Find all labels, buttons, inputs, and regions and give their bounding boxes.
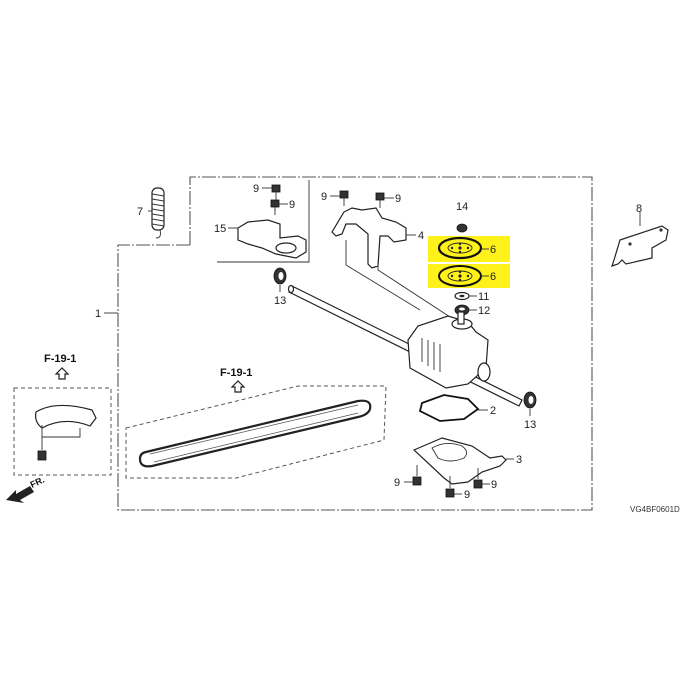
svg-text:9: 9 xyxy=(491,479,497,491)
svg-text:9: 9 xyxy=(464,489,470,501)
cover-plate-part-3[interactable]: 3 xyxy=(412,437,522,485)
nut-part-14[interactable]: 14 xyxy=(456,201,468,233)
bolt-9-d[interactable]: 9 xyxy=(375,192,401,208)
gasket-part-2[interactable]: 2 xyxy=(418,394,496,422)
pulley-part-6-lower[interactable]: 6 xyxy=(438,265,496,287)
svg-text:6: 6 xyxy=(490,244,496,256)
svg-text:9: 9 xyxy=(394,477,400,489)
svg-text:8: 8 xyxy=(636,203,642,215)
svg-text:9: 9 xyxy=(321,191,327,203)
svg-text:1: 1 xyxy=(95,308,101,320)
drawing-code: VG4BF0601D xyxy=(630,505,680,514)
washer-part-11[interactable]: 11 xyxy=(454,291,489,303)
svg-text:4: 4 xyxy=(418,230,424,242)
spring-part-7[interactable]: 7 xyxy=(137,187,165,239)
bolt-9-b[interactable]: 9 xyxy=(270,199,295,215)
svg-text:FR.: FR. xyxy=(29,475,46,490)
belt-reference-inset[interactable]: F-19-1 xyxy=(125,367,387,479)
left-reference-inset[interactable]: F-19-1 xyxy=(13,353,112,476)
bolt-9-g[interactable]: 9 xyxy=(445,476,470,501)
bolt-9-f[interactable]: 9 xyxy=(473,468,497,491)
pulley-part-6-upper[interactable]: 6 xyxy=(437,236,496,260)
front-direction-arrow: FR. xyxy=(6,475,46,503)
bolt-9-e[interactable]: 9 xyxy=(394,465,422,489)
svg-text:14: 14 xyxy=(456,201,468,213)
cover-part-15[interactable]: 15 xyxy=(214,219,307,259)
svg-text:7: 7 xyxy=(137,206,143,218)
svg-text:12: 12 xyxy=(478,305,490,317)
callout-1: 1 xyxy=(95,308,118,320)
svg-text:15: 15 xyxy=(214,223,226,235)
svg-text:3: 3 xyxy=(516,454,522,466)
highlight-pulleys xyxy=(428,236,510,288)
bolt-9-a[interactable]: 9 xyxy=(253,183,281,200)
svg-text:13: 13 xyxy=(274,295,286,307)
svg-text:9: 9 xyxy=(395,193,401,205)
svg-text:6: 6 xyxy=(490,271,496,283)
plate-bracket-part-8[interactable]: 8 xyxy=(611,203,669,267)
bearing-part-13-right[interactable]: 13 xyxy=(523,391,537,431)
gearbox-housing[interactable] xyxy=(407,311,491,389)
seal-part-12[interactable]: 12 xyxy=(454,304,490,317)
bolt-9-c[interactable]: 9 xyxy=(321,190,349,206)
assembly-frame xyxy=(117,176,593,511)
svg-text:9: 9 xyxy=(253,183,259,195)
svg-text:11: 11 xyxy=(478,291,489,303)
svg-text:2: 2 xyxy=(490,405,496,417)
svg-text:VG4BF0601D: VG4BF0601D xyxy=(630,505,680,514)
cover-inset-box xyxy=(217,180,310,263)
bracket-part-4[interactable]: 4 xyxy=(331,207,424,269)
svg-text:F-19-1: F-19-1 xyxy=(44,353,76,365)
bearing-part-13-left[interactable]: 13 xyxy=(273,267,287,307)
svg-text:9: 9 xyxy=(289,199,295,211)
svg-text:F-19-1: F-19-1 xyxy=(220,367,252,379)
svg-text:13: 13 xyxy=(524,419,536,431)
